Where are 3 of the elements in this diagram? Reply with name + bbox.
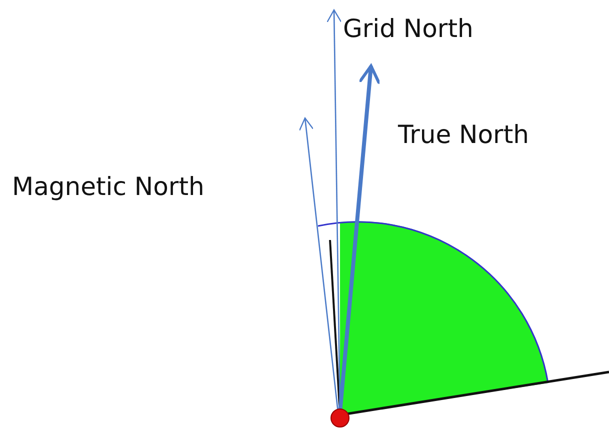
direction-label: Magnetic North — [12, 174, 204, 199]
direction-label: Grid North — [343, 16, 474, 41]
direction-label: True North — [398, 122, 529, 147]
